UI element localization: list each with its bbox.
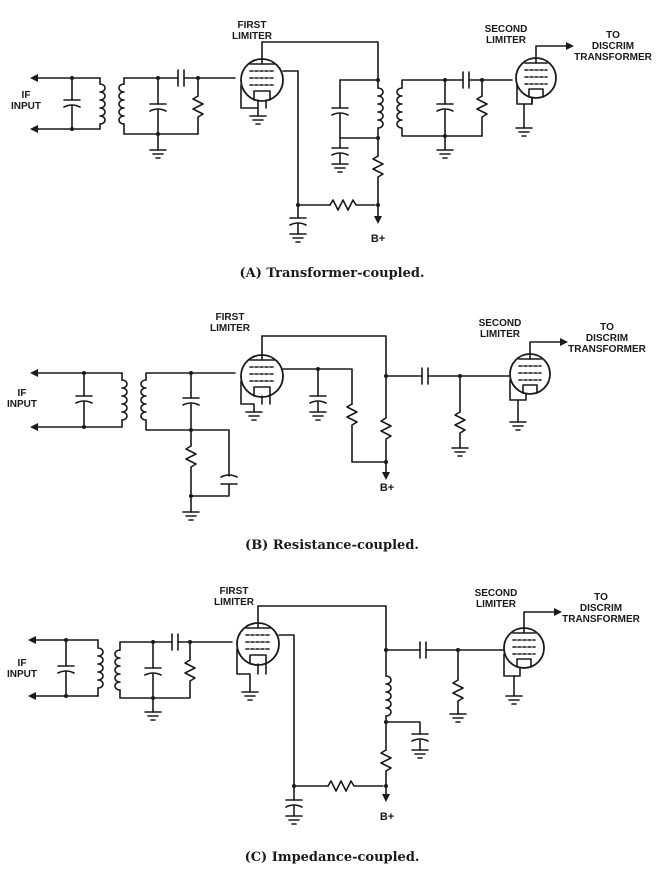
interstage-secondary xyxy=(396,71,513,159)
grid-coupling xyxy=(156,69,236,135)
tuning-capacitor xyxy=(182,371,238,521)
first-limiter-tube xyxy=(236,605,280,701)
b-plus-label: B+ xyxy=(379,482,395,494)
tuning-capacitor xyxy=(144,640,162,721)
second-limiter-tube xyxy=(509,338,568,431)
if-input-arrows xyxy=(30,369,123,431)
b-plus-label: B+ xyxy=(370,233,386,245)
b-plus-label: B+ xyxy=(379,811,395,823)
second-limiter-tube xyxy=(503,608,562,705)
tuning-capacitor xyxy=(149,77,167,159)
schematic-b xyxy=(30,335,568,521)
input-capacitor xyxy=(57,638,75,698)
grid-coupling xyxy=(152,633,233,699)
first-cathode-ground xyxy=(240,84,267,125)
plate-tank xyxy=(331,79,384,224)
input-transformer xyxy=(121,372,236,431)
plate-choke xyxy=(257,605,505,802)
if-input-arrows xyxy=(30,74,101,133)
first-limiter-tube xyxy=(240,335,284,421)
caption-b: (B) Resistance-coupled. xyxy=(245,538,419,553)
schematic-a xyxy=(30,41,574,243)
second-limiter-tube xyxy=(515,42,574,137)
screen-decoupling xyxy=(282,367,387,463)
input-capacitor xyxy=(63,76,81,131)
caption-c: (C) Impedance-coupled. xyxy=(244,850,420,865)
input-transformer xyxy=(97,639,154,699)
schematic-c xyxy=(28,605,562,825)
input-transformer xyxy=(99,77,159,135)
screen-decoupling xyxy=(278,634,384,825)
input-capacitor xyxy=(75,371,93,429)
first-limiter-tube xyxy=(240,41,284,109)
screen-decoupling xyxy=(282,70,376,243)
plate-load xyxy=(261,335,511,480)
caption-a: (A) Transformer-coupled. xyxy=(239,266,425,281)
